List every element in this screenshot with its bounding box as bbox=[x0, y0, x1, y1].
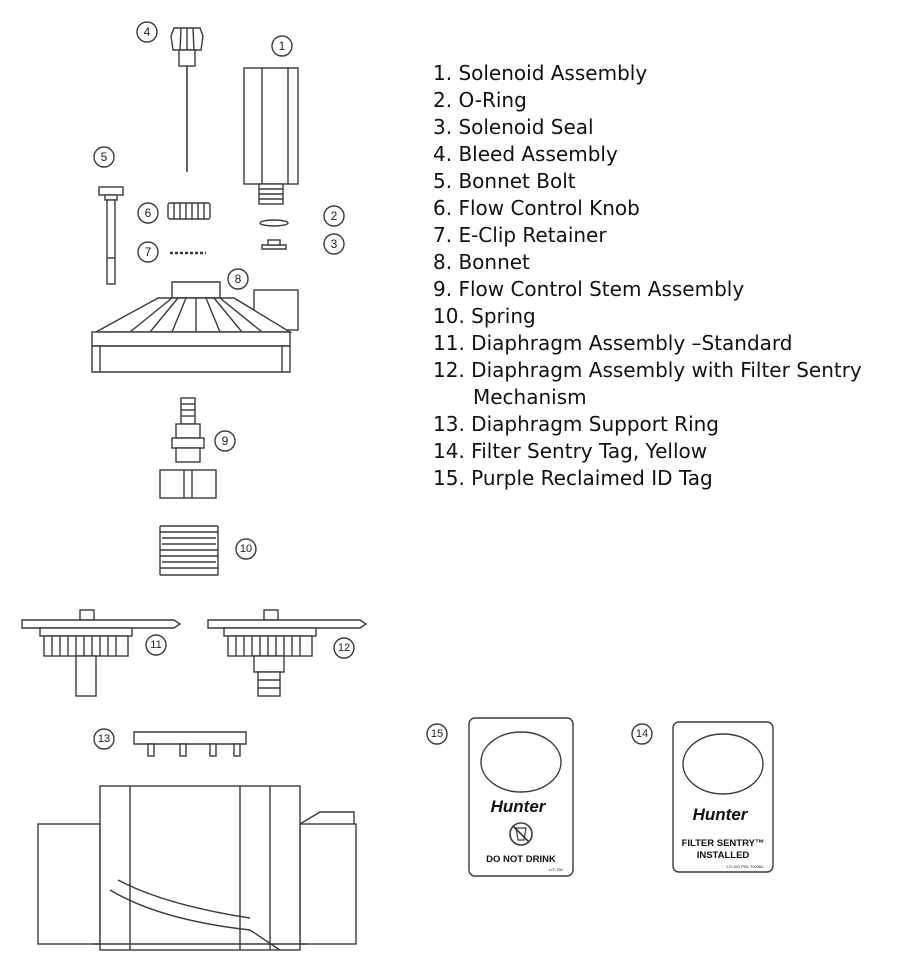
legend-item-text: 1. Solenoid Assembly bbox=[433, 61, 648, 85]
legend-item: 12. Diaphragm Assembly with Filter Sentr… bbox=[433, 357, 862, 411]
legend-item-text: 13. Diaphragm Support Ring bbox=[433, 412, 720, 436]
legend-item: 10. Spring bbox=[433, 303, 862, 330]
solenoid-seal-part bbox=[261, 239, 287, 250]
tag15-part-number: LIT-750 bbox=[549, 867, 563, 872]
tag14-brand: Hunter bbox=[693, 805, 749, 824]
filter-sentry-tag-part bbox=[672, 721, 774, 873]
callout-5: 5 bbox=[101, 150, 108, 164]
legend-item-text: 9. Flow Control Stem Assembly bbox=[433, 277, 745, 301]
legend-item: 4. Bleed Assembly bbox=[433, 141, 862, 168]
callout-14: 14 bbox=[636, 728, 648, 740]
flow-control-knob-part bbox=[167, 202, 211, 220]
legend-item-text: 6. Flow Control Knob bbox=[433, 196, 640, 220]
parts-legend: 1. Solenoid Assembly 2. O-Ring 3. Solenoid… bbox=[433, 60, 862, 492]
tag15-brand: Hunter bbox=[491, 797, 547, 816]
callout-2: 2 bbox=[331, 209, 338, 223]
bonnet-bolt-part bbox=[98, 186, 124, 285]
reclaimed-tag-part bbox=[468, 717, 574, 877]
flow-control-stem-part bbox=[159, 397, 217, 499]
legend-item-text: 12. Diaphragm Assembly with Filter Sentr… bbox=[433, 358, 862, 382]
legend-item-text: 5. Bonnet Bolt bbox=[433, 169, 576, 193]
legend-item: 3. Solenoid Seal bbox=[433, 114, 862, 141]
legend-item: 14. Filter Sentry Tag, Yellow bbox=[433, 438, 862, 465]
tag15-warning: DO NOT DRINK bbox=[486, 854, 556, 865]
legend-item: 1. Solenoid Assembly bbox=[433, 60, 862, 87]
diaphragm-filter-sentry-part bbox=[207, 609, 368, 697]
callout-circles bbox=[93, 21, 653, 750]
legend-item: 13. Diaphragm Support Ring bbox=[433, 411, 862, 438]
legend-item-text: 14. Filter Sentry Tag, Yellow bbox=[433, 439, 708, 463]
bonnet-part bbox=[91, 281, 299, 373]
callout-1: 1 bbox=[279, 39, 286, 53]
spring-part bbox=[159, 525, 219, 576]
legend-item: 6. Flow Control Knob bbox=[433, 195, 862, 222]
legend-item-continuation: Mechanism bbox=[473, 385, 587, 409]
callout-10: 10 bbox=[240, 543, 252, 555]
tag14-line1: FILTER SENTRY™ bbox=[682, 838, 765, 849]
callout-9: 9 bbox=[222, 434, 229, 448]
diaphragm-standard-part bbox=[21, 609, 182, 697]
legend-item-text: 10. Spring bbox=[433, 304, 536, 328]
legend-item: 11. Diaphragm Assembly –Standard bbox=[433, 330, 862, 357]
legend-item: 15. Purple Reclaimed ID Tag bbox=[433, 465, 862, 492]
bleed-assembly-part bbox=[170, 27, 204, 172]
callout-13: 13 bbox=[98, 733, 110, 745]
legend-item-text: 8. Bonnet bbox=[433, 250, 530, 274]
callout-4: 4 bbox=[144, 25, 151, 39]
legend-item-text: 4. Bleed Assembly bbox=[433, 142, 618, 166]
legend-item-text: 15. Purple Reclaimed ID Tag bbox=[433, 466, 713, 490]
legend-item-text: 2. O-Ring bbox=[433, 88, 527, 112]
callout-7: 7 bbox=[145, 245, 152, 259]
legend-item-text: 11. Diaphragm Assembly –Standard bbox=[433, 331, 793, 355]
valve-body-part bbox=[37, 785, 357, 951]
legend-item: 9. Flow Control Stem Assembly bbox=[433, 276, 862, 303]
legend-item-text: 3. Solenoid Seal bbox=[433, 115, 594, 139]
solenoid-assembly-part bbox=[243, 67, 299, 205]
legend-item-text: 7. E-Clip Retainer bbox=[433, 223, 607, 247]
callout-12: 12 bbox=[338, 642, 350, 654]
legend-item: 7. E-Clip Retainer bbox=[433, 222, 862, 249]
callout-6: 6 bbox=[145, 206, 152, 220]
no-drink-icon bbox=[509, 822, 533, 846]
tag14-line2: INSTALLED bbox=[697, 850, 750, 861]
tag14-part-number: LIT-321 P/N: 700362 bbox=[727, 864, 765, 869]
callout-8: 8 bbox=[235, 272, 242, 286]
callout-3: 3 bbox=[331, 237, 338, 251]
diaphragm-support-ring-part bbox=[133, 731, 247, 757]
callout-11: 11 bbox=[150, 639, 161, 651]
legend-item: 8. Bonnet bbox=[433, 249, 862, 276]
legend-item: 5. Bonnet Bolt bbox=[433, 168, 862, 195]
callout-15: 15 bbox=[431, 728, 443, 740]
legend-item: 2. O-Ring bbox=[433, 87, 862, 114]
o-ring-part bbox=[259, 219, 289, 227]
